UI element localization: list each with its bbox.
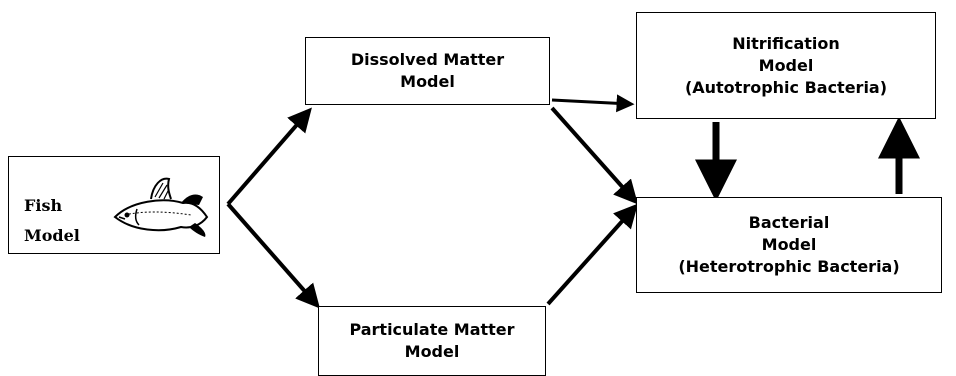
particulate-model-line1: Particulate Matter (349, 320, 515, 339)
arrow-fish-to-particulate (226, 202, 320, 309)
fish-model-box: Fish Model (8, 156, 220, 254)
arrow-dissolved-to-bacterial (550, 106, 638, 205)
arrow-particulate-to-bacterial (546, 203, 639, 306)
arrow-dissolved-to-nitrification (551, 94, 635, 113)
nitrification-model-line3: (Autotrophic Bacteria) (684, 77, 888, 97)
bacterial-model-line3: (Heterotrophic Bacteria) (678, 257, 900, 276)
fish-model-line2: Model (24, 226, 80, 245)
nitrification-model-line2: Model (758, 55, 814, 75)
dissolved-matter-model-box: Dissolved Matter Model (305, 37, 550, 105)
nitrification-model-box: Nitrification Model (Autotrophic Bacteri… (636, 12, 936, 119)
arrow-fish-to-dissolved (226, 107, 312, 206)
bacterial-model-line1: Bacterial (748, 213, 830, 232)
diagram-arrows (226, 94, 920, 309)
bacterial-model-box: Bacterial Model (Heterotrophic Bacteria) (636, 197, 942, 293)
fish-icon (113, 177, 209, 237)
bacterial-model-line2: Model (761, 235, 817, 254)
fish-model-line1: Fish (24, 196, 63, 215)
dissolved-model-line2: Model (400, 72, 455, 91)
dissolved-model-line1: Dissolved Matter (350, 50, 505, 69)
particulate-model-line2: Model (404, 342, 460, 361)
nitrification-model-line1: Nitrification (732, 33, 840, 53)
particulate-matter-model-box: Particulate Matter Model (318, 306, 546, 376)
fish-model-label: Fish Model (24, 191, 80, 251)
